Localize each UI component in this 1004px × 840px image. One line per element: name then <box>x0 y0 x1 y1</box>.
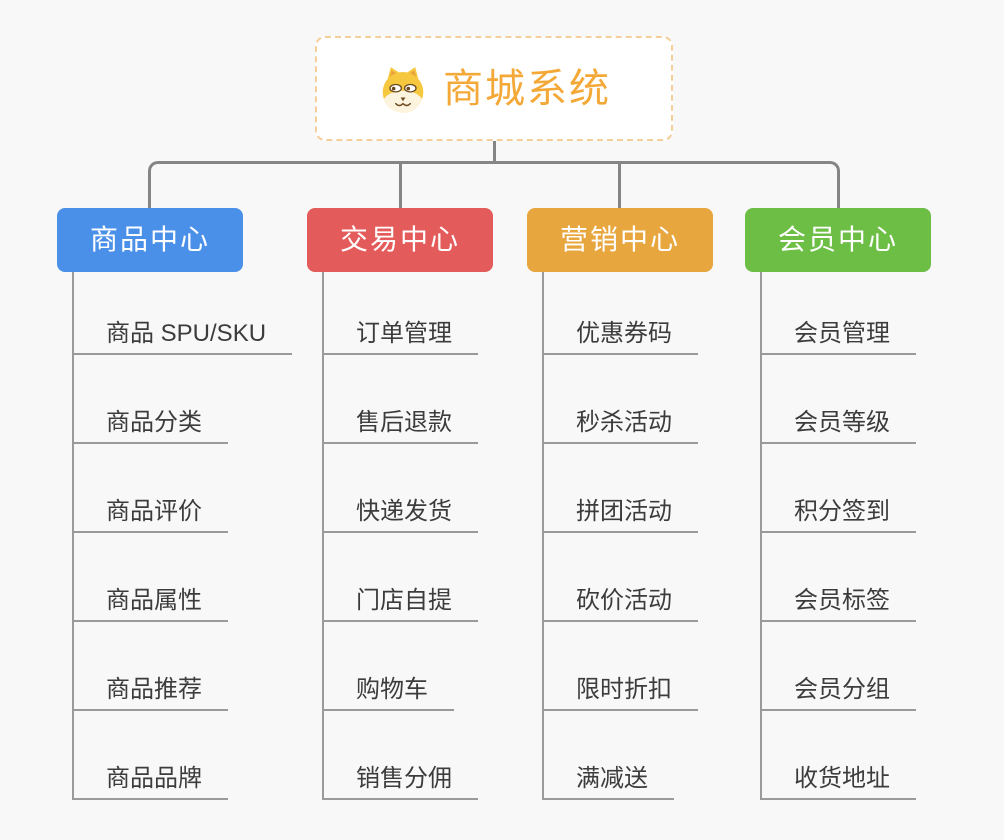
sub-item[interactable]: 砍价活动 <box>542 584 698 622</box>
sub-item[interactable]: 优惠券码 <box>542 317 698 355</box>
sub-item[interactable]: 会员管理 <box>760 317 916 355</box>
sub-item[interactable]: 商品分类 <box>72 406 228 444</box>
sub-item[interactable]: 购物车 <box>322 673 454 711</box>
root-node[interactable]: 商城系统 <box>315 36 673 141</box>
branch-spine <box>72 272 74 800</box>
branch-label: 交易中心 <box>339 224 460 255</box>
connector-root-drop <box>492 140 496 162</box>
sub-item[interactable]: 门店自提 <box>322 584 478 622</box>
branch-spine <box>322 272 324 800</box>
sub-item[interactable]: 拼团活动 <box>542 495 698 533</box>
sub-item[interactable]: 会员分组 <box>760 673 916 711</box>
connector-bus <box>148 161 840 208</box>
sub-item[interactable]: 收货地址 <box>760 762 916 800</box>
branch-label: 商品中心 <box>89 224 210 255</box>
sub-item[interactable]: 会员标签 <box>760 584 916 622</box>
branch-node[interactable]: 商品中心 <box>57 208 243 272</box>
sub-item[interactable]: 商品评价 <box>72 495 228 533</box>
connector-drop <box>398 161 402 208</box>
branch-label: 会员中心 <box>777 224 898 255</box>
branch-spine <box>760 272 762 800</box>
sub-item[interactable]: 售后退款 <box>322 406 478 444</box>
sub-item[interactable]: 快递发货 <box>322 495 478 533</box>
sub-item[interactable]: 商品推荐 <box>72 673 228 711</box>
sub-item[interactable]: 销售分佣 <box>322 762 478 800</box>
root-title: 商城系统 <box>443 66 611 111</box>
sub-item[interactable]: 会员等级 <box>760 406 916 444</box>
branch-node[interactable]: 交易中心 <box>307 208 493 272</box>
sub-item[interactable]: 商品品牌 <box>72 762 228 800</box>
sub-item[interactable]: 商品 SPU/SKU <box>72 317 293 355</box>
branch-spine <box>542 272 544 800</box>
sub-item[interactable]: 订单管理 <box>322 317 478 355</box>
branch-label: 营销中心 <box>559 224 680 255</box>
connector-drop <box>617 161 621 208</box>
sub-item[interactable]: 限时折扣 <box>542 673 698 711</box>
sub-item[interactable]: 秒杀活动 <box>542 406 698 444</box>
sub-item[interactable]: 积分签到 <box>760 495 916 533</box>
sub-item[interactable]: 满减送 <box>542 762 674 800</box>
branch-node[interactable]: 营销中心 <box>527 208 713 272</box>
dog-face-icon <box>377 63 429 115</box>
sub-item[interactable]: 商品属性 <box>72 584 228 622</box>
branch-node[interactable]: 会员中心 <box>745 208 931 272</box>
